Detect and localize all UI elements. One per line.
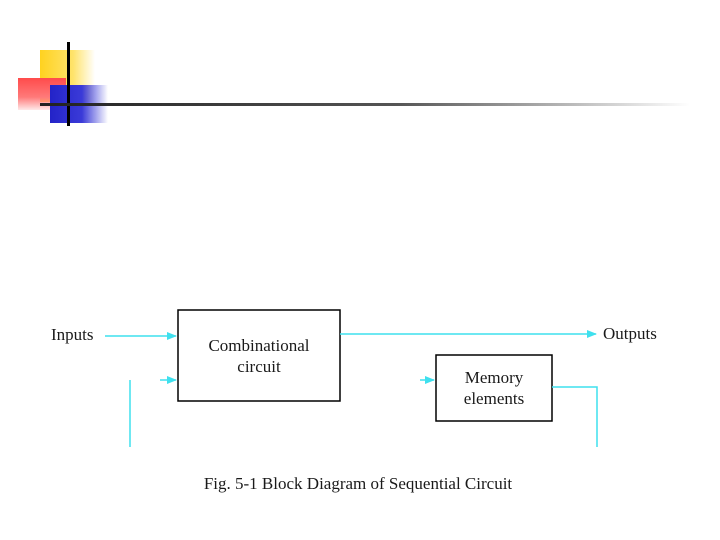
- inputs-label: Inputs: [51, 325, 94, 344]
- figure-caption: Fig. 5-1 Block Diagram of Sequential Cir…: [204, 474, 513, 493]
- combinational-circuit-box: [177, 309, 341, 402]
- decor-vertical-line: [67, 42, 70, 126]
- memory-output-wire: [552, 386, 598, 447]
- outputs-label: Outputs: [603, 324, 657, 343]
- decor-horizontal-line: [40, 103, 690, 106]
- combinational-label-line1: Combinational: [208, 336, 309, 355]
- combinational-label-line2: circuit: [237, 357, 281, 376]
- memory-label-line2: elements: [464, 389, 524, 408]
- memory-label-line1: Memory: [465, 368, 524, 387]
- memory-elements-box: [435, 354, 553, 422]
